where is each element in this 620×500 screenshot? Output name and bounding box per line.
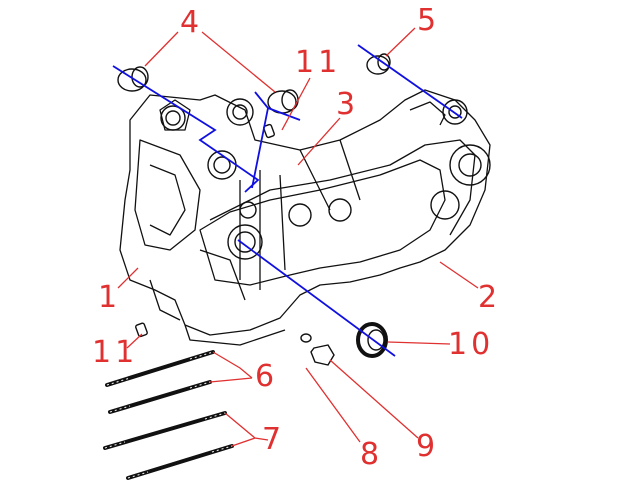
callout-4: 4: [180, 5, 204, 40]
callout-8: 8: [360, 437, 384, 472]
crankcase-left-half: [119, 89, 491, 336]
assembly-axis-lines: [112, 44, 463, 357]
callout-5: 5: [417, 3, 441, 38]
callout-6: 6: [255, 359, 279, 394]
studs: [103, 350, 234, 480]
callout-3: 3: [336, 87, 360, 122]
leader-lines: [117, 27, 479, 447]
callout-9: 9: [416, 429, 440, 464]
callout-1: 1: [98, 280, 122, 315]
callout-2: 2: [478, 280, 502, 315]
callout-11-bottom: 11: [92, 335, 139, 370]
callout-10: 10: [448, 327, 495, 362]
callout-7: 7: [262, 422, 286, 457]
callout-11-top: 11: [295, 45, 342, 80]
